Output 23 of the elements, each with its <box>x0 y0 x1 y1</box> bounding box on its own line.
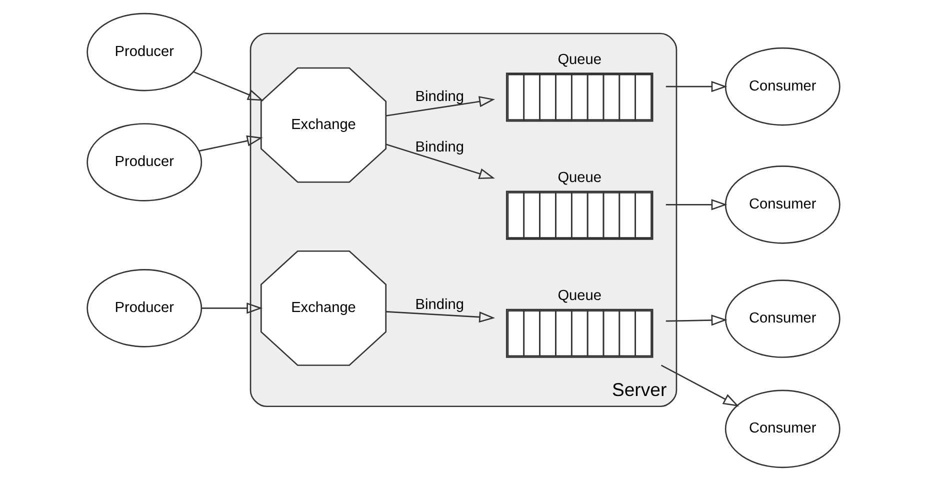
edge-label: Binding <box>415 139 464 156</box>
edge-label: Binding <box>415 88 464 105</box>
arrow <box>386 96 496 116</box>
node-ellipse: Consumer <box>724 166 840 244</box>
arrow <box>199 135 263 152</box>
node-ellipse: Consumer <box>724 47 840 126</box>
arrow <box>193 71 264 101</box>
arrow <box>386 311 496 323</box>
arrow <box>660 364 740 407</box>
node-ellipse: Consumer <box>724 280 840 358</box>
node-ellipse: Consumer <box>724 390 840 468</box>
arrow <box>666 199 728 210</box>
arrow <box>666 314 728 326</box>
node-label: Queue <box>558 288 602 304</box>
arrow <box>666 81 728 92</box>
arrow <box>202 302 263 314</box>
arrow <box>386 144 495 180</box>
node-label: Queue <box>558 170 602 186</box>
node-label: Queue <box>558 52 602 68</box>
node-ellipse: Producer <box>86 269 202 348</box>
edge-label: Binding <box>415 297 464 314</box>
node-ellipse: Producer <box>86 123 202 202</box>
node-ellipse: Producer <box>86 12 202 92</box>
